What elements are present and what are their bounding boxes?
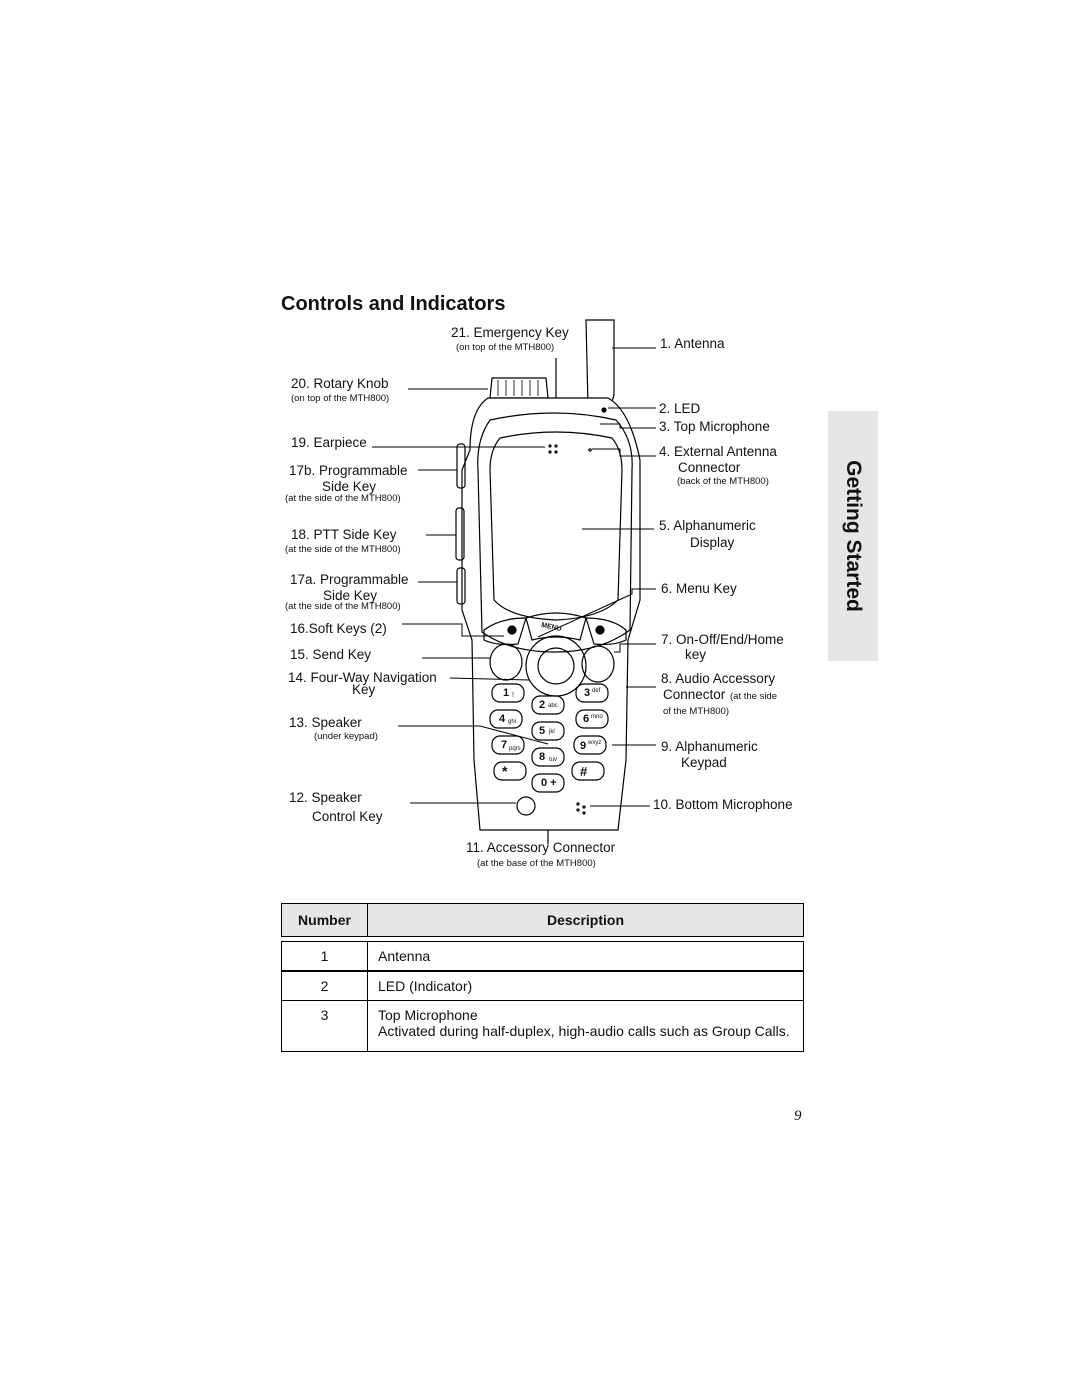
callout-12-label: 12. Speaker — [289, 790, 362, 805]
callout-3-label: 3. Top Microphone — [659, 419, 770, 434]
callout-15-label: 15. Send Key — [290, 647, 372, 662]
row-description: LED (Indicator) — [367, 971, 804, 1001]
antenna — [585, 319, 615, 407]
callout-21-label: 21. Emergency Key — [451, 325, 569, 340]
soft-key-left — [483, 617, 527, 646]
callout-2-label: 2. LED — [659, 401, 701, 416]
callout-12-label2: Control Key — [312, 809, 383, 824]
table-row: 3 Top Microphone Activated during half-d… — [281, 1000, 804, 1052]
display — [489, 431, 623, 621]
key-1-sub: ! — [512, 692, 514, 699]
description-table: Number Description 1 Antenna 2 LED (Indi… — [281, 903, 804, 1052]
callout-17b-label: 17b. Programmable — [289, 463, 408, 478]
key-3-sub: def — [592, 688, 601, 694]
callout-8-label: 8. Audio Accessory — [661, 671, 776, 686]
key-hash: # — [580, 764, 588, 779]
ptt-side-key — [455, 507, 465, 561]
key-7-sub: pqrs — [509, 746, 521, 752]
key-9: 9 — [580, 740, 587, 752]
callout-13-note: (under keypad) — [314, 731, 378, 742]
side-key-17b — [456, 443, 466, 489]
callout-18-note: (at the side of the MTH800) — [285, 544, 401, 555]
row-number: 1 — [281, 941, 368, 971]
key-6-sub: mno — [591, 714, 603, 720]
key-2: 2 — [539, 699, 546, 711]
callout-17b-note: (at the side of the MTH800) — [285, 493, 401, 504]
callout-4-note: (back of the MTH800) — [677, 476, 769, 487]
callout-9-label: 9. Alphanumeric — [661, 739, 758, 754]
callout-4-label2: Connector — [678, 460, 741, 475]
callout-8-label2: Connector — [663, 687, 726, 702]
menu-key — [525, 612, 587, 641]
callout-6-label: 6. Menu Key — [661, 581, 737, 596]
callout-7-label: 7. On-Off/End/Home — [661, 632, 784, 647]
key-star: * — [502, 763, 508, 779]
callout-8-note: of the MTH800) — [663, 706, 729, 717]
header-number: Number — [281, 903, 368, 937]
row-number: 3 — [281, 1000, 368, 1052]
key-6: 6 — [583, 713, 590, 725]
row-description-detail: Activated during half-duplex, high-audio… — [378, 1023, 790, 1039]
send-key — [489, 643, 523, 681]
callout-21-note: (on top of the MTH800) — [456, 342, 555, 353]
callout-9-label2: Keypad — [681, 755, 727, 770]
row-description: Antenna — [367, 941, 804, 971]
callout-4-label: 4. External Antenna — [659, 444, 777, 459]
callout-11-note: (at the base of the MTH800) — [477, 858, 596, 869]
callout-5-label2: Display — [690, 535, 735, 550]
callout-8-note-inline: (at the side — [730, 691, 777, 702]
table-row: 2 LED (Indicator) — [281, 971, 804, 1001]
rotary-knob — [489, 377, 549, 399]
key-5: 5 — [539, 725, 546, 737]
led — [601, 407, 607, 413]
callout-19-label: 19. Earpiece — [291, 435, 367, 450]
soft-key-right — [585, 617, 627, 646]
page-number: 9 — [794, 1108, 802, 1124]
callout-17a-note: (at the side of the MTH800) — [285, 601, 401, 612]
key-8-sub: tuv — [549, 757, 558, 763]
callout-7-label2: key — [685, 647, 707, 662]
callout-17b-label2: Side Key — [322, 479, 377, 494]
key-2-sub: abc — [548, 703, 558, 709]
callout-10-label: 10. Bottom Microphone — [653, 797, 793, 812]
page-title: Controls and Indicators — [281, 293, 506, 315]
key-4: 4 — [499, 713, 506, 725]
callout-1-label: 1. Antenna — [660, 336, 725, 351]
key-8: 8 — [539, 751, 546, 763]
key-3: 3 — [584, 687, 591, 699]
header-description: Description — [367, 903, 804, 937]
row-description: Top Microphone Activated during half-dup… — [367, 1000, 804, 1052]
callout-13-label: 13. Speaker — [289, 715, 362, 730]
callout-20-label: 20. Rotary Knob — [291, 376, 389, 391]
phone-body — [461, 397, 641, 831]
key-5-sub: jkl — [549, 729, 555, 735]
table-header: Number Description — [281, 903, 804, 937]
callout-17a-label2: Side Key — [323, 588, 378, 603]
callout-20-note: (on top of the MTH800) — [291, 393, 390, 404]
key-1: 1 — [503, 687, 510, 699]
row-description-title: Top Microphone — [378, 1007, 478, 1023]
callout-18-label: 18. PTT Side Key — [291, 527, 397, 542]
row-number: 2 — [281, 971, 368, 1001]
callout-14-label2: Key — [352, 682, 376, 697]
callout-16-label: 16.Soft Keys (2) — [290, 621, 387, 636]
table-row: 1 Antenna — [281, 941, 804, 971]
end-key — [581, 645, 615, 683]
side-key-17a — [456, 567, 466, 605]
callout-11-label: 11. Accessory Connector — [466, 840, 616, 855]
key-9-sub: wxyz — [588, 740, 602, 746]
key-4-sub: ghi — [508, 719, 517, 725]
section-tab: Getting Started — [828, 411, 878, 661]
callout-5-label: 5. Alphanumeric — [659, 518, 756, 533]
speaker-control-key — [516, 796, 536, 816]
callout-17a-label: 17a. Programmable — [290, 572, 409, 587]
key-0: 0 + — [541, 777, 557, 789]
callout-14-label: 14. Four-Way Navigation — [288, 670, 437, 685]
key-7: 7 — [501, 739, 508, 751]
